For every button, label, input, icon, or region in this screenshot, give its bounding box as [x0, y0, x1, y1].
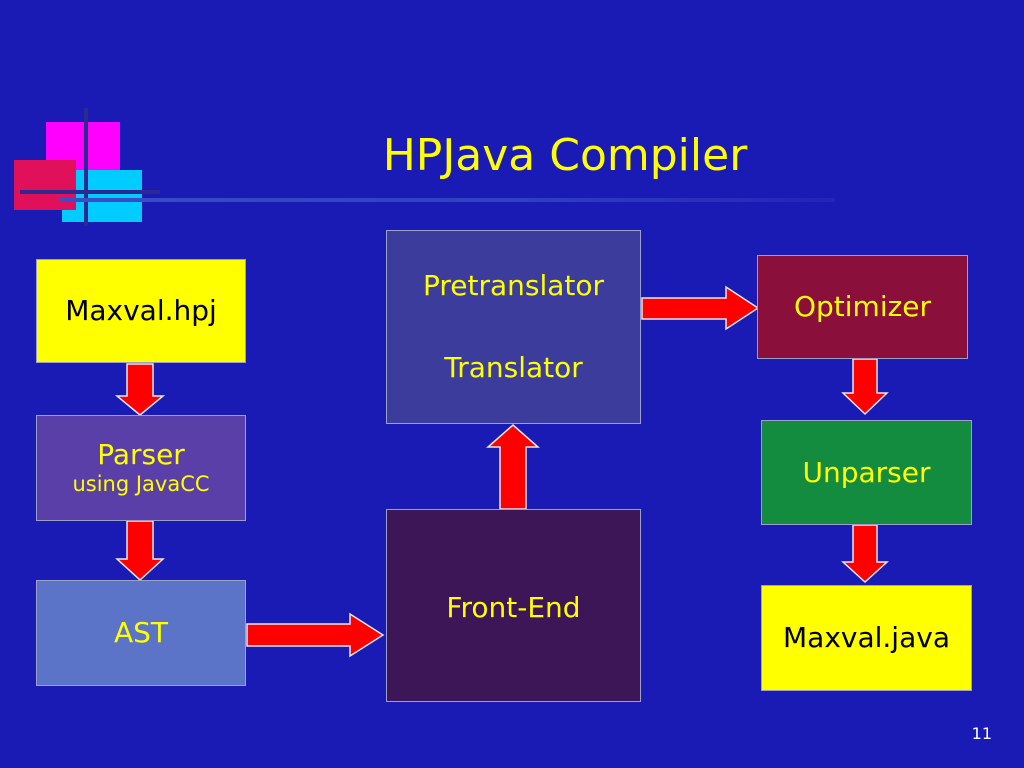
source-file-label: Maxval.hpj	[65, 294, 217, 327]
arrow-parser-to-ast	[115, 520, 165, 582]
arrow-ast-to-frontend	[246, 612, 385, 658]
ast-label: AST	[113, 616, 169, 649]
front-end-label: Front-End	[446, 591, 581, 624]
unparser-label: Unparser	[802, 455, 931, 489]
arrow-source-to-parser	[114, 363, 166, 416]
pretranslator-label: Pretranslator	[422, 269, 605, 302]
arrow-optimizer-to-unparser	[841, 358, 889, 416]
output-file-label: Maxval.java	[783, 621, 950, 654]
parser-label: Parser	[97, 438, 185, 471]
arrow-translator-to-optimizer	[641, 285, 760, 331]
source-file-box: Maxval.hpj	[36, 259, 246, 363]
translator-label: Translator	[444, 351, 583, 384]
optimizer-box: Optimizer	[757, 255, 968, 359]
arrow-frontend-to-translator	[486, 424, 540, 510]
logo-vertical-line	[84, 108, 88, 226]
slide-title: HPJava Compiler	[382, 130, 748, 181]
unparser-box: Unparser	[761, 420, 972, 525]
decorative-logo	[14, 108, 160, 226]
output-file-box: Maxval.java	[761, 585, 972, 691]
arrow-unparser-to-output	[841, 524, 889, 584]
page-number: 11	[971, 724, 992, 743]
title-underline	[60, 198, 835, 202]
ast-box: AST	[36, 580, 246, 686]
translator-box: Pretranslator Translator	[386, 230, 641, 424]
parser-box: Parser using JavaCC	[36, 415, 246, 521]
parser-note: using JavaCC	[72, 472, 210, 496]
logo-horizontal-line	[20, 190, 160, 194]
front-end-box: Front-End	[386, 509, 641, 702]
optimizer-label: Optimizer	[793, 290, 932, 323]
